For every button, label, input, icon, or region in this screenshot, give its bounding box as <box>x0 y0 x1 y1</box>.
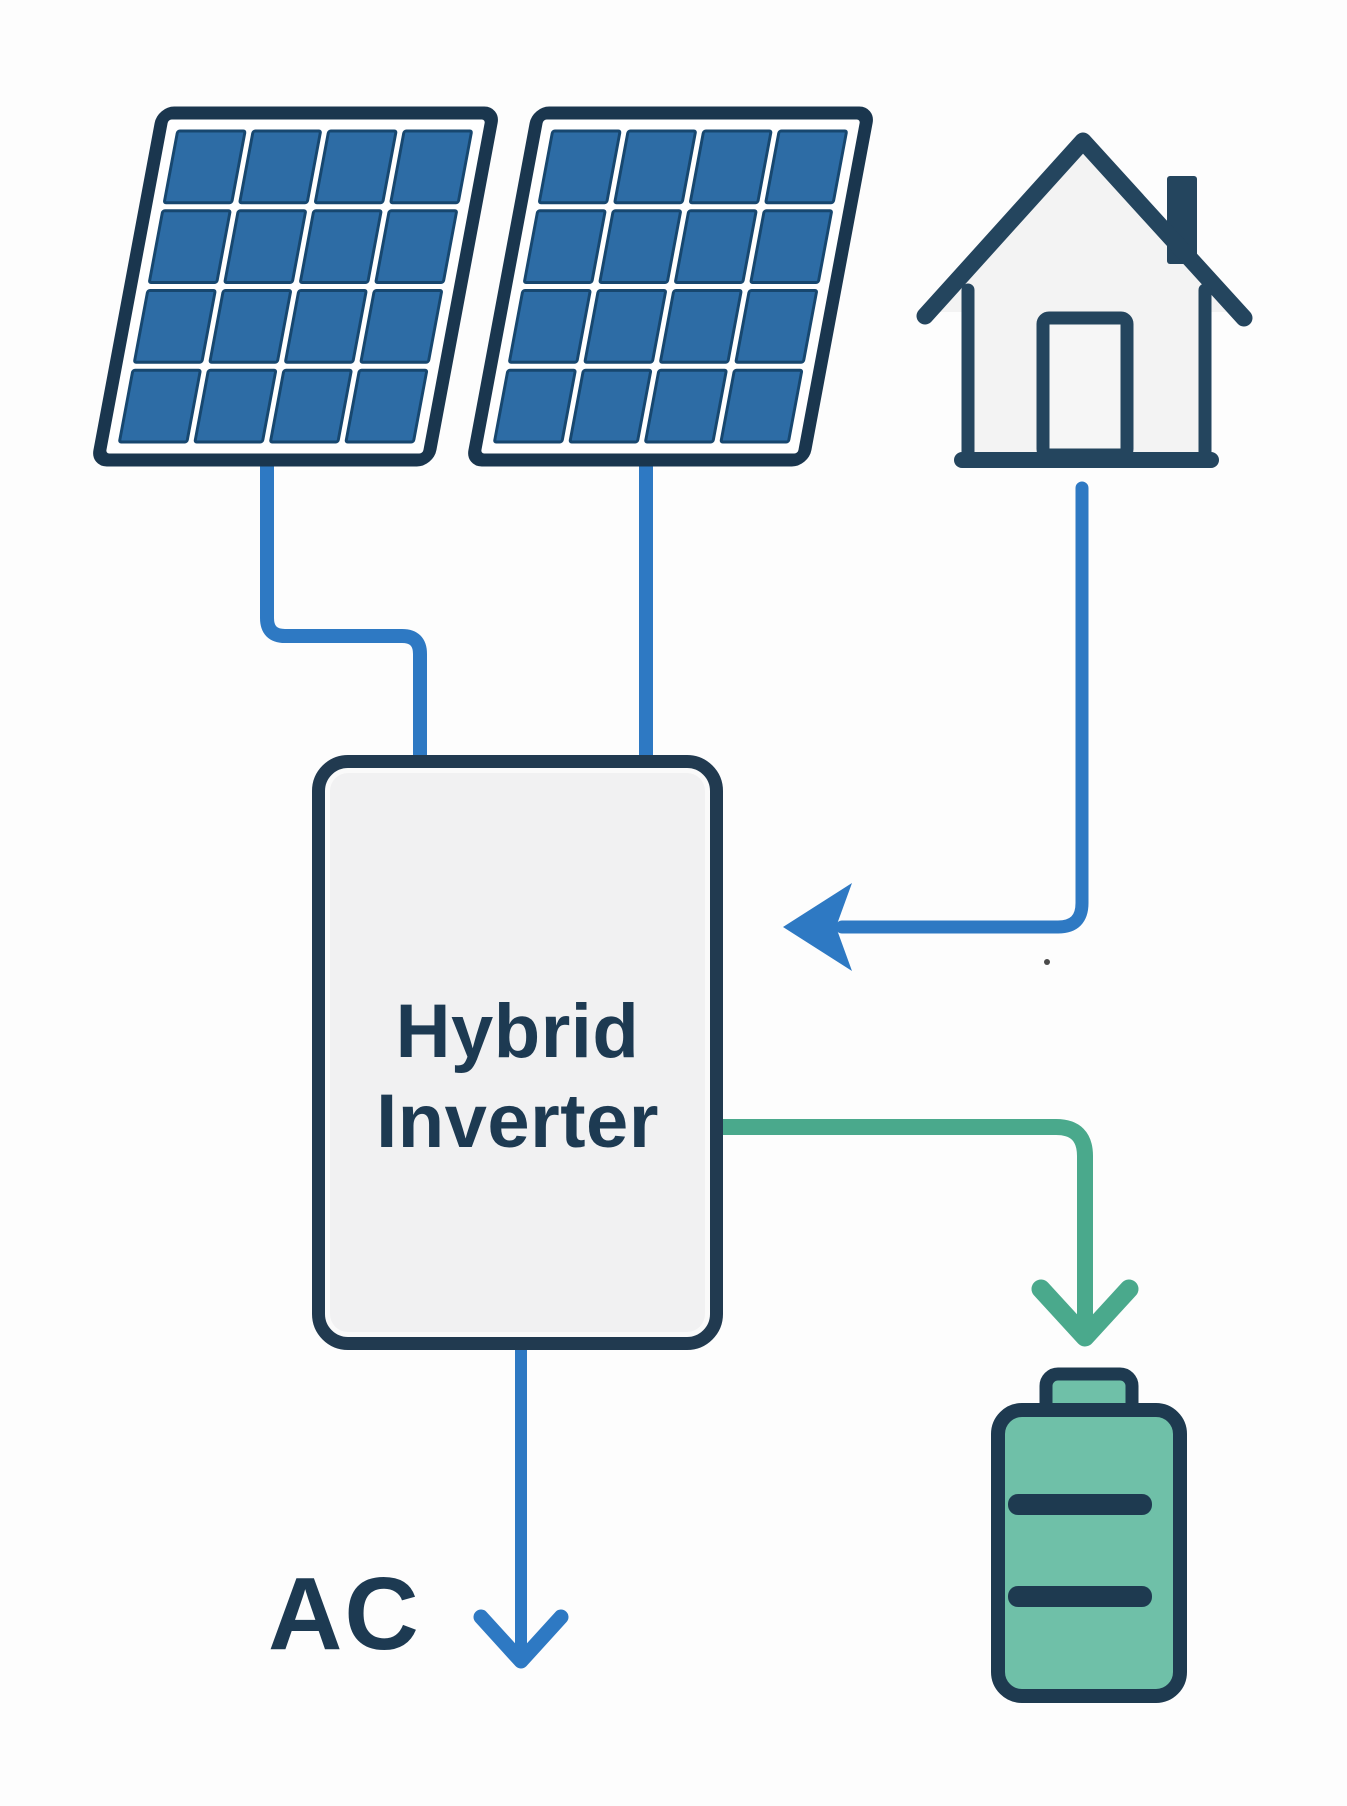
battery-divider <box>1008 1586 1152 1607</box>
solar-cell <box>568 368 653 444</box>
solar-cell <box>269 368 353 444</box>
solar-cell <box>374 209 458 284</box>
ac-output-label: AC <box>268 1556 421 1671</box>
door <box>1036 311 1134 462</box>
solar-cell <box>493 368 577 444</box>
solar-cell <box>583 289 667 364</box>
solar-cell <box>764 129 848 205</box>
solar-cell <box>734 289 818 364</box>
solar-cell <box>598 209 682 284</box>
wire-inverter-to-battery <box>702 1119 1139 1347</box>
battery-divider <box>1008 1494 1152 1515</box>
solar-cell <box>389 129 473 205</box>
solar-cell <box>163 129 247 205</box>
house-icon <box>916 132 1253 468</box>
solar-cell <box>344 368 429 444</box>
solar-cell <box>719 368 804 444</box>
solar-cell <box>299 209 383 284</box>
solar-cell <box>223 209 307 284</box>
wire-panel1-to-inverter <box>260 449 427 787</box>
solar-cell <box>359 289 443 364</box>
solar-panel-icon <box>93 106 498 467</box>
solar-cell <box>674 209 758 284</box>
solar-cell <box>118 368 202 444</box>
house-gable <box>927 140 1242 312</box>
speck-artifact <box>1044 959 1050 965</box>
solar-cell <box>314 129 398 205</box>
solar-cell <box>133 289 217 364</box>
inverter-label: Hybrid Inverter <box>376 987 659 1167</box>
solar-cell <box>284 289 368 364</box>
solar-cell <box>508 289 592 364</box>
wire-inverter-to-ac <box>473 1334 569 1669</box>
solar-cell <box>148 209 232 284</box>
arrowhead-down-blue-icon <box>473 1609 569 1669</box>
wire-house-line <box>835 481 1089 934</box>
solar-panel-icon <box>468 106 873 467</box>
solar-cell <box>689 129 773 205</box>
arrowhead-down-green-icon <box>1031 1279 1139 1347</box>
solar-cell <box>208 289 292 364</box>
solar-cell <box>613 129 697 205</box>
inverter-label-line2: Inverter <box>376 1078 659 1164</box>
battery-icon <box>991 1367 1187 1703</box>
wire-house-to-inverter <box>783 481 1089 971</box>
roof <box>916 132 1253 327</box>
battery-body <box>991 1403 1187 1703</box>
solar-cell <box>538 129 622 205</box>
wire-battery-line <box>702 1119 1093 1336</box>
solar-cell <box>238 129 322 205</box>
arrowhead-left-icon <box>783 883 852 971</box>
solar-cell <box>644 368 728 444</box>
hybrid-inverter-node: Hybrid Inverter <box>312 755 723 1350</box>
inverter-label-line1: Hybrid <box>395 988 640 1074</box>
solar-cell <box>749 209 833 284</box>
solar-cell <box>523 209 607 284</box>
solar-cell <box>659 289 743 364</box>
solar-cell <box>193 368 278 444</box>
